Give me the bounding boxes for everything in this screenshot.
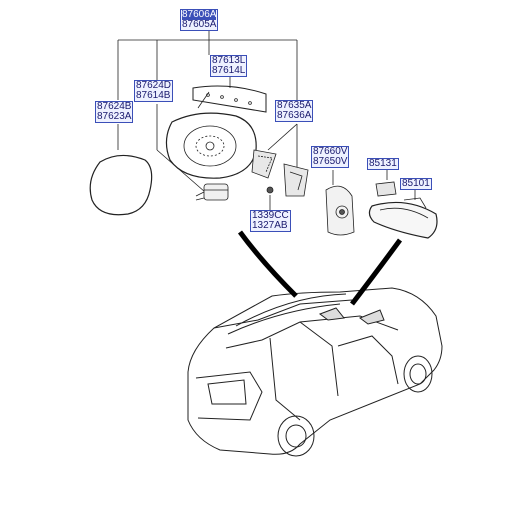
part-number: 1327AB — [252, 220, 288, 231]
actuator-assembly[interactable] — [195, 183, 229, 201]
label-glass[interactable]: 87624B 87623A — [95, 101, 134, 123]
inside-rearview-mirror[interactable] — [368, 197, 438, 239]
base-cover-right[interactable] — [283, 163, 309, 197]
garnish-strip[interactable] — [192, 85, 267, 113]
label-cover[interactable]: 87635A 87636A — [275, 100, 314, 122]
mirror-glass[interactable] — [89, 154, 153, 216]
part-number: 85131 — [369, 158, 397, 169]
vehicle-outline — [187, 287, 443, 457]
part-number: 1339CC — [252, 210, 289, 221]
garnish-dots — [206, 93, 252, 105]
label-screw[interactable]: 1339CC 1327AB — [250, 210, 291, 232]
label-inside-mirror[interactable]: 85101 — [400, 178, 432, 190]
part-number: 87650V — [313, 156, 348, 167]
screw-icon[interactable] — [266, 186, 274, 194]
part-number: 87613L — [212, 55, 246, 66]
part-number: 85101 — [402, 178, 430, 189]
part-number: 87624B — [97, 101, 132, 112]
leader-lines — [117, 28, 416, 210]
inside-mirror-cover[interactable] — [325, 185, 355, 236]
label-mirror-assy[interactable]: 87606A 87605A — [180, 9, 219, 31]
label-garnish[interactable]: 87613L 87614L — [210, 55, 248, 77]
label-bracket[interactable]: 85131 — [367, 158, 399, 170]
part-number: 87605A — [182, 19, 217, 30]
part-number: 87635A — [277, 100, 312, 111]
part-number: 87623A — [97, 111, 132, 122]
callout-stroke-left — [237, 230, 298, 298]
base-cover-left[interactable] — [251, 149, 277, 179]
part-number: 87636A — [277, 110, 312, 121]
part-number: 87624D — [136, 80, 172, 91]
mount-bracket[interactable] — [375, 181, 397, 197]
part-number: 87660V — [313, 146, 348, 157]
label-inside-cover[interactable]: 87660V 87650V — [311, 146, 350, 168]
part-number: 87614L — [212, 65, 246, 76]
part-number: 87606A — [182, 9, 217, 20]
part-number: 87614B — [136, 90, 171, 101]
mirror-plate — [183, 125, 237, 167]
mirror-housing[interactable] — [165, 112, 257, 179]
callout-stroke-right — [350, 238, 403, 306]
label-actuator[interactable]: 87624D 87614B — [134, 80, 174, 102]
